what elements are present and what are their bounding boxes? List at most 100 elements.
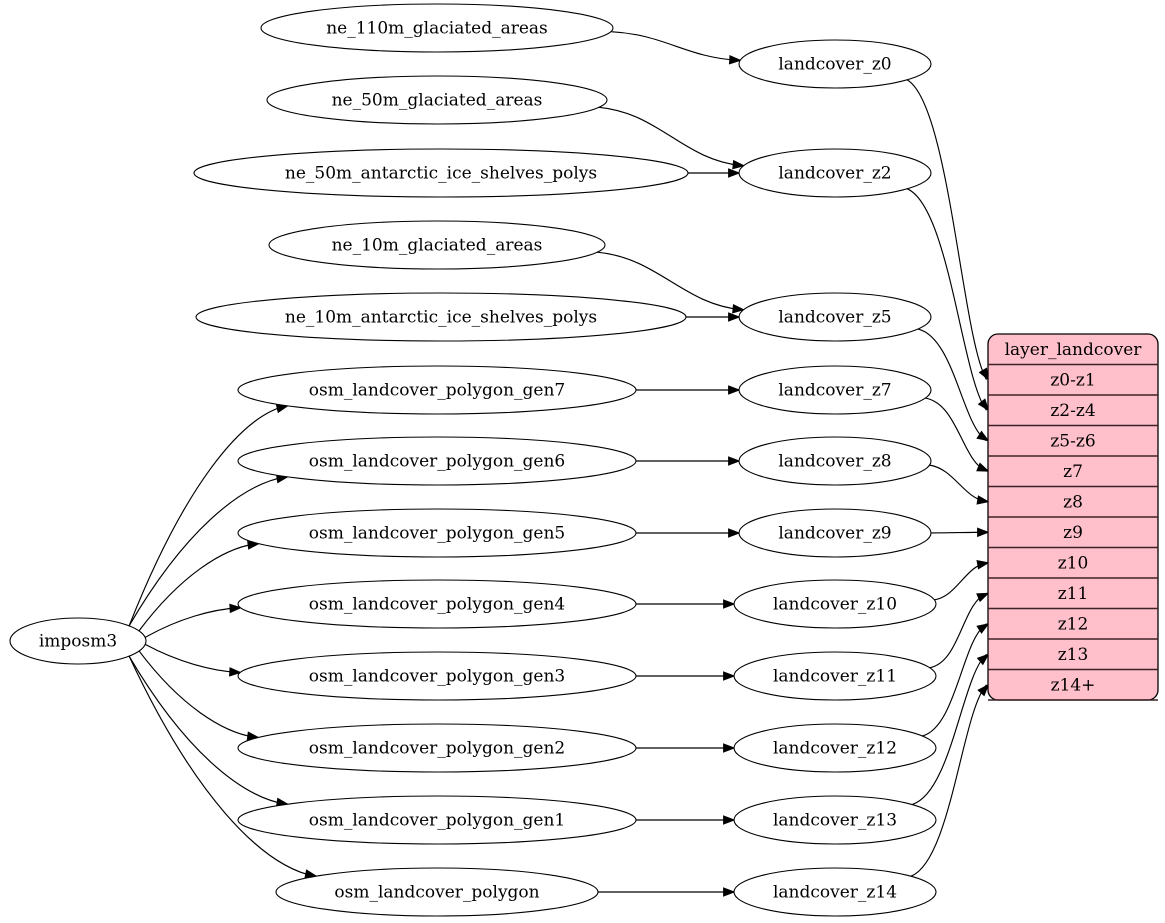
edge-imposm3-to-osm_landcover_polygon_gen4 [144,607,239,638]
node-ne_10m_glaciated_areas[interactable]: ne_10m_glaciated_areas [268,220,606,270]
node-landcover_z2[interactable]: landcover_z2 [738,148,932,198]
edge-arrowhead [728,385,741,395]
edge-arrowhead [732,303,746,314]
table-row-row-z2-z4[interactable]: z2-z4 [1050,401,1095,421]
edge-arrowhead [728,54,742,65]
node-label-landcover_z7: landcover_z7 [778,381,891,401]
edge-arrowhead [976,653,990,666]
node-label-ne_110m_glaciated_areas: ne_110m_glaciated_areas [326,19,548,39]
node-shape-landcover_z7 [738,365,932,415]
node-shape-landcover_z11 [733,651,937,701]
table-row-row-z5-z6[interactable]: z5-z6 [1050,431,1095,451]
edge-arrowhead [976,592,990,603]
node-landcover_z8[interactable]: landcover_z8 [738,436,932,486]
edge-ne_50m_glaciated_areas-to-landcover_z2 [598,106,743,167]
node-osm_landcover_polygon_gen1[interactable]: osm_landcover_polygon_gen1 [237,795,637,845]
node-shape-osm_landcover_polygon_gen4 [237,579,637,629]
node-ne_110m_glaciated_areas[interactable]: ne_110m_glaciated_areas [260,3,614,53]
node-shape-osm_landcover_polygon_gen3 [237,651,637,701]
edge-arrowhead [978,367,990,381]
node-shape-ne_10m_antarctic_ice_shelves_polys [195,292,687,342]
table-row-row-z12[interactable]: z12 [1058,614,1089,634]
node-shape-landcover_z12 [733,723,937,773]
table-header-label: layer_landcover [1005,340,1143,360]
edge-arrowhead [732,159,746,170]
node-osm_landcover_polygon_gen5[interactable]: osm_landcover_polygon_gen5 [237,508,637,558]
node-shape-osm_landcover_polygon_gen1 [237,795,637,845]
table-row-row-z0-z1[interactable]: z0-z1 [1050,370,1095,390]
node-osm_landcover_polygon[interactable]: osm_landcover_polygon [275,867,599,917]
node-label-landcover_z11: landcover_z11 [773,667,897,687]
node-label-landcover_z10: landcover_z10 [773,595,897,615]
node-ne_10m_antarctic_ice_shelves_polys[interactable]: ne_10m_antarctic_ice_shelves_polys [195,292,687,342]
node-osm_landcover_polygon_gen6[interactable]: osm_landcover_polygon_gen6 [237,436,637,486]
table-row-row-z7[interactable]: z7 [1063,462,1083,482]
node-shape-ne_50m_glaciated_areas [266,75,608,125]
node-shape-ne_110m_glaciated_areas [260,3,614,53]
table-row-row-z13[interactable]: z13 [1058,645,1089,665]
node-ne_50m_glaciated_areas[interactable]: ne_50m_glaciated_areas [266,75,608,125]
node-ne_50m_antarctic_ice_shelves_polys[interactable]: ne_50m_antarctic_ice_shelves_polys [193,148,689,198]
edge-arrowhead [723,599,736,609]
table-row-row-z10[interactable]: z10 [1058,553,1089,573]
node-osm_landcover_polygon_gen2[interactable]: osm_landcover_polygon_gen2 [237,723,637,773]
edge-arrowhead [977,527,990,538]
edge-arrowhead [976,430,990,442]
node-shape-osm_landcover_polygon [275,867,599,917]
node-label-landcover_z8: landcover_z8 [778,452,891,472]
node-label-osm_landcover_polygon_gen1: osm_landcover_polygon_gen1 [309,811,565,831]
node-landcover_z12[interactable]: landcover_z12 [733,723,937,773]
node-shape-ne_10m_glaciated_areas [268,220,606,270]
edge-arrowhead [977,683,990,697]
table-row-row-z9[interactable]: z9 [1063,523,1083,543]
node-landcover_z7[interactable]: landcover_z7 [738,365,932,415]
edge-ne_110m_glaciated_areas-to-landcover_z0 [610,31,739,61]
table-row-row-z8[interactable]: z8 [1063,492,1083,512]
node-label-ne_10m_glaciated_areas: ne_10m_glaciated_areas [332,236,543,256]
node-imposm3[interactable]: imposm3 [9,617,147,665]
node-shape-landcover_z9 [738,508,932,558]
edge-imposm3-to-osm_landcover_polygon_gen1 [128,655,286,805]
node-osm_landcover_polygon_gen3[interactable]: osm_landcover_polygon_gen3 [237,651,637,701]
node-shape-landcover_z0 [738,39,932,89]
node-label-imposm3: imposm3 [39,632,117,652]
node-label-osm_landcover_polygon_gen7: osm_landcover_polygon_gen7 [309,381,565,401]
edge-arrowhead [229,667,242,677]
edge-arrowhead [976,495,990,505]
node-label-osm_landcover_polygon_gen5: osm_landcover_polygon_gen5 [309,524,565,544]
node-landcover_z0[interactable]: landcover_z0 [738,39,932,89]
node-shape-landcover_z2 [738,148,932,198]
edge-imposm3-to-osm_landcover_polygon_gen7 [128,405,287,627]
edge-landcover_z5-to-row-z5-z6 [917,328,987,442]
edge-arrowhead [728,456,741,466]
node-label-landcover_z9: landcover_z9 [778,524,891,544]
table-node-layer: layer_landcover z0-z1 z2-z4 z5-z6 z7 z8 z9 z10 z… [987,333,1159,701]
node-landcover_z5[interactable]: landcover_z5 [738,292,932,342]
table-row-row-z14[interactable]: z14+ [1051,675,1096,695]
edge-imposm3-to-osm_landcover_polygon_gen5 [138,543,258,632]
node-osm_landcover_polygon_gen4[interactable]: osm_landcover_polygon_gen4 [237,579,637,629]
node-landcover_z14[interactable]: landcover_z14 [733,867,937,917]
node-label-osm_landcover_polygon_gen3: osm_landcover_polygon_gen3 [309,667,565,687]
edge-landcover_z2-to-row-z2-z4 [906,188,987,411]
node-landcover_z11[interactable]: landcover_z11 [733,651,937,701]
edge-arrowhead [976,623,990,634]
node-label-ne_50m_glaciated_areas: ne_50m_glaciated_areas [332,91,543,111]
node-landcover_z13[interactable]: landcover_z13 [733,795,937,845]
node-label-osm_landcover_polygon_gen4: osm_landcover_polygon_gen4 [309,595,565,615]
edge-arrowhead [976,560,990,570]
node-shape-ne_50m_antarctic_ice_shelves_polys [193,148,689,198]
edge-arrowhead [723,887,736,897]
node-shape-landcover_z14 [733,867,937,917]
node-landcover_z10[interactable]: landcover_z10 [733,579,937,629]
node-shape-osm_landcover_polygon_gen6 [237,436,637,486]
node-shape-osm_landcover_polygon_gen2 [237,723,637,773]
node-label-ne_50m_antarctic_ice_shelves_polys: ne_50m_antarctic_ice_shelves_polys [285,164,597,184]
node-shape-landcover_z8 [738,436,932,486]
table-row-row-z11[interactable]: z11 [1058,584,1089,604]
node-label-osm_landcover_polygon_gen6: osm_landcover_polygon_gen6 [309,452,565,472]
node-osm_landcover_polygon_gen7[interactable]: osm_landcover_polygon_gen7 [237,365,637,415]
node-label-osm_landcover_polygon_gen2: osm_landcover_polygon_gen2 [309,739,565,759]
node-landcover_z9[interactable]: landcover_z9 [738,508,932,558]
